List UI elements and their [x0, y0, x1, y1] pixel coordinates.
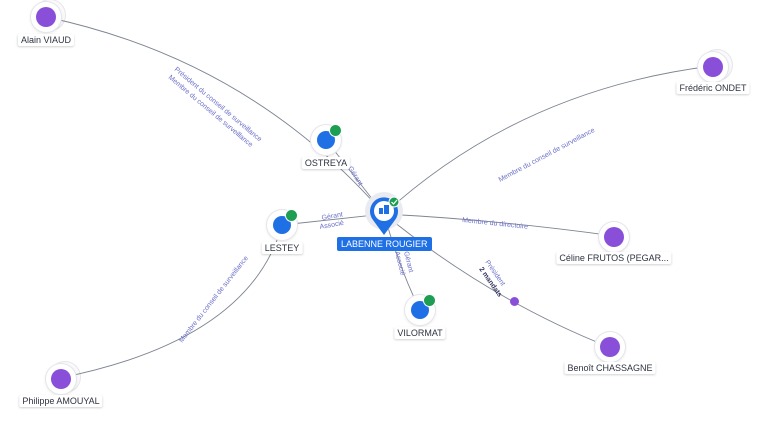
edge-label-lestey-2: Associé: [319, 220, 344, 231]
company-label-ostreya: OSTREYA: [301, 157, 351, 169]
edge-celine-frutos: [383, 213, 615, 237]
user-icon: [600, 337, 620, 357]
person-disc: [698, 50, 732, 82]
edge-label-philippe: Membre du conseil de surveillance: [178, 255, 250, 344]
edge-benoit-chassagne: [383, 213, 610, 348]
person-disc: [46, 362, 80, 394]
person-label-philippe-amouyal: Philippe AMOUYAL: [19, 395, 103, 407]
user-icon: [51, 369, 71, 389]
verified-check-icon: [329, 124, 342, 137]
edge-alain-viaud: [45, 16, 385, 215]
person-label-frederic-ondet: Frédéric ONDET: [676, 82, 750, 94]
edge-philippe-amouyal: [59, 224, 283, 379]
verified-check-icon: [423, 294, 436, 307]
user-icon: [703, 57, 723, 77]
remove-link-icon[interactable]: [510, 297, 519, 306]
user-icon: [36, 7, 56, 27]
person-label-celine-frutos: Céline FRUTOS (PEGAR...: [556, 252, 672, 264]
user-icon: [604, 227, 624, 247]
verified-check-icon: [285, 209, 298, 222]
edge-label-alain-2: Membre du conseil de surveillance: [167, 74, 254, 149]
company-label-vilormat: VILORMAT: [394, 327, 446, 339]
edge-frederic-ondet: [383, 65, 713, 215]
person-label-benoit-chassagne: Benoît CHASSAGNE: [564, 362, 656, 374]
company-label-lestey: LESTEY: [261, 242, 303, 254]
center-company-label[interactable]: LABENNE ROUGIER: [337, 237, 432, 251]
edge-label-frederic: Membre du conseil de surveillance: [498, 127, 597, 184]
edge-label-lestey-1: Gérant: [321, 211, 343, 222]
person-label-alain-viaud: Alain VIAUD: [17, 34, 75, 46]
person-disc: [599, 222, 629, 252]
person-disc: [595, 332, 625, 362]
edge-label-alain-1: Président du conseil de surveillance: [173, 66, 263, 143]
edge-label-vilormat-1: Gérant: [402, 251, 414, 274]
edge-label-celine: Membre du directoire: [462, 217, 529, 231]
center-company-marker[interactable]: [365, 192, 403, 235]
person-disc: [31, 0, 65, 32]
